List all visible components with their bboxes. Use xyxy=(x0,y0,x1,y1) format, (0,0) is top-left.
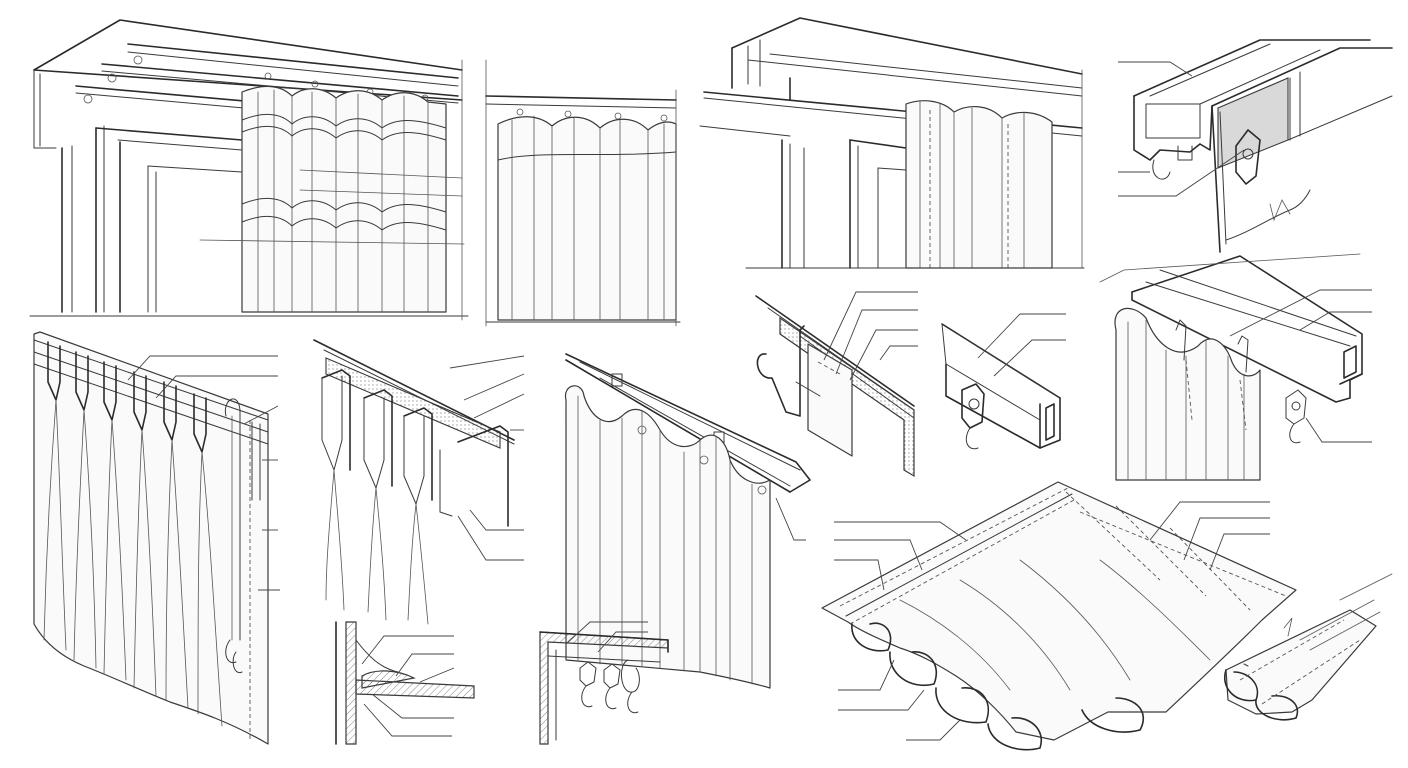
panel-ceiling-track-window xyxy=(29,19,469,321)
panel-recessed-box-track xyxy=(699,17,1085,269)
panel-wave-heading-track xyxy=(485,59,681,327)
panel-wave-track-perspective xyxy=(564,353,811,689)
panel-wall-bracket-section xyxy=(335,621,475,745)
panel-heading-tape-bracket xyxy=(755,291,918,478)
panel-rail-profile-detail xyxy=(1118,39,1393,253)
panel-fabric-hem-end xyxy=(1223,573,1393,721)
panel-folded-fabric-strip xyxy=(821,481,1297,751)
panel-corner-track-hooks xyxy=(539,621,669,745)
panel-square-track-glider xyxy=(941,313,1066,450)
panel-pleat-heading-section xyxy=(313,339,525,625)
panel-track-with-hooks xyxy=(1099,253,1372,481)
panel-pinch-pleat-curtain xyxy=(33,331,280,745)
